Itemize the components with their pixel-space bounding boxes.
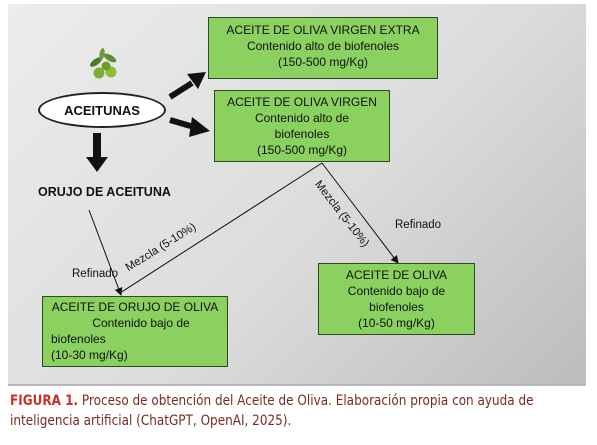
caption-text: Proceso de obtención del Aceite de Oliva…: [10, 393, 534, 429]
box-virgen-line3: biofenoles: [274, 127, 330, 141]
box-aceite-oliva-line2: Contenido bajo de: [347, 284, 446, 298]
figure-caption: FIGURA 1. Proceso de obtención del Aceit…: [10, 391, 588, 431]
caption-divider: [8, 384, 586, 386]
box-virgen-extra: ACEITE DE OLIVA VIRGEN EXTRA Contenido a…: [208, 17, 438, 79]
box-virgen-title: ACEITE DE OLIVA VIRGEN: [227, 95, 377, 109]
arrow-to-virgen-extra: [168, 72, 206, 100]
box-aceite-orujo-line3: biofenoles: [51, 332, 106, 346]
olive-branch-icon: [90, 48, 117, 79]
arrow-to-orujo: [86, 133, 108, 172]
box-aceite-orujo-line2: Contenido bajo de: [92, 316, 190, 330]
line-virgen-to-aceite: [321, 162, 399, 264]
box-aceite-orujo-line4: (10-30 mg/Kg): [51, 348, 128, 362]
figure-label: FIGURA 1.: [10, 393, 79, 409]
box-virgen-line4: (150-500 mg/Kg): [256, 143, 348, 157]
line-virgen-to-orujo-oil: [119, 162, 323, 294]
box-aceite-oliva: ACEITE DE OLIVA Contenido bajo de biofen…: [318, 263, 475, 335]
line-orujo-to-orujo-oil: [88, 209, 123, 296]
box-virgen-extra-title: ACEITE DE OLIVA VIRGEN EXTRA: [226, 23, 420, 37]
box-virgen-extra-line2: Contenido alto de biofenoles: [246, 39, 400, 53]
aceitunas-node: ACEITUNAS: [38, 92, 166, 128]
aceitunas-label: ACEITUNAS: [64, 102, 140, 118]
refinado-right-label: Refinado: [395, 219, 442, 231]
box-virgen: ACEITE DE OLIVA VIRGEN Contenido alto de…: [214, 90, 390, 162]
box-aceite-orujo: ACEITE DE ORUJO DE OLIVA Contenido bajo …: [42, 296, 228, 367]
arrow-to-virgen: [169, 117, 210, 137]
box-aceite-oliva-line3: biofenoles: [369, 300, 424, 314]
box-virgen-extra-line3: (150-500 mg/Kg): [277, 55, 369, 69]
box-aceite-oliva-title: ACEITE DE OLIVA: [345, 268, 448, 282]
box-aceite-oliva-line4: (10-50 mg/Kg): [358, 316, 435, 330]
box-aceite-orujo-title: ACEITE DE ORUJO DE OLIVA: [51, 300, 219, 314]
box-virgen-line2: Contenido alto de: [254, 111, 350, 125]
refinado-left-label: Refinado: [72, 268, 119, 280]
orujo-de-aceituna-label: ORUJO DE ACEITUNA: [38, 185, 171, 199]
